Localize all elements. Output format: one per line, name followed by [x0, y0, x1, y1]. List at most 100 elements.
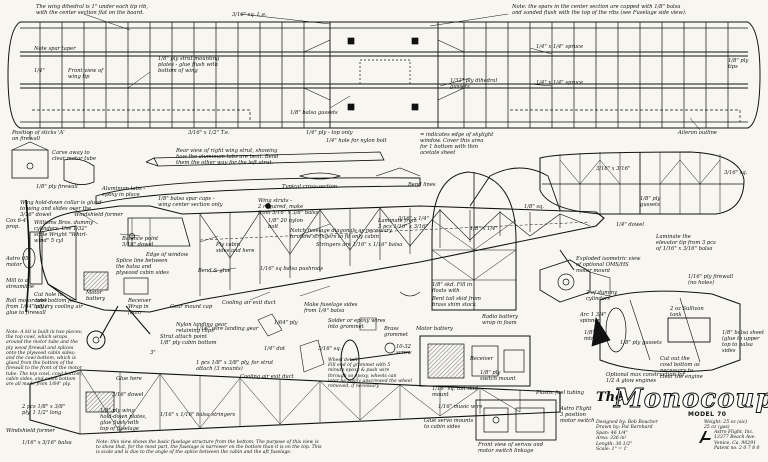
- note-front-view-tip: Front view of wing tip: [68, 68, 104, 80]
- note-ply-gussets-2: 1/8" ply gussets: [640, 196, 661, 208]
- note-stringers: Stringers are 1/16" x 1/16" balsa: [316, 242, 403, 248]
- note-glue-servo: Glue servo mounts to cabin sides: [424, 418, 474, 430]
- note-laminate-elevator: Laminate the elevator tip from 3 pcs of …: [656, 234, 716, 252]
- note-skylight: = indicates edge of skylight window. Cov…: [420, 132, 494, 156]
- note-twelve: 1/8" x 1/4": [470, 226, 498, 232]
- title-model: MODEL 70: [688, 411, 727, 418]
- note-spruce-2: 1/4" x 1/4" spruce: [536, 80, 584, 86]
- note-solder: Solder or epoxy wires into grommet: [328, 318, 386, 330]
- note-cut-hole: Cut hole in cowl bottom for battery cool…: [34, 292, 83, 310]
- note-williams: Williams Bros. dummy cylinders. Use 1/32…: [34, 220, 94, 244]
- note-edge-window: Edge of window: [146, 252, 189, 258]
- stabilizer-plan-view: [539, 151, 745, 215]
- fuselage-side-view: [22, 167, 605, 350]
- note-rear-strut: Rear view of right wing strut, showing h…: [176, 148, 279, 166]
- spec-maker: Astro Flight, Inc. 13377 Beach Ave. Veni…: [714, 430, 760, 452]
- note-dihedral: The wing dihedral is 1" under each tip r…: [36, 4, 148, 16]
- note-two-pcs: 2 pcs 1/8" x 3/8" ply, 1 1/2" long: [22, 404, 66, 416]
- note-sullivan: 2 oz Sullivan tank: [670, 306, 704, 318]
- note-ply-firewall-2: 1/16" ply firewall (no holes): [688, 274, 734, 286]
- note-balsa-sheet: 1/8" balsa sheet (glue to upper top to b…: [722, 330, 765, 354]
- firewall-detail: [11, 132, 49, 179]
- note-mill: Mill to a streamline: [6, 278, 35, 290]
- note-plastic-fuel: Plastic fuel tubing: [536, 390, 584, 396]
- note-astro-switch: Astro Flight 3 position motor switch: [560, 406, 595, 424]
- note-nylon-bolt: 1/4" hole for nylon bolt: [326, 138, 387, 144]
- note-motor-battery-2: Motor battery: [416, 326, 453, 332]
- wing-plan-view: [7, 13, 761, 131]
- note-wheel-detail: Wheel detail Fill end of grommet with 5 …: [328, 358, 412, 390]
- note-balance-point: Balance point 3/16" dowel: [122, 236, 159, 248]
- note-ply-bottom: 1/16" x 3/16" balsa: [22, 440, 72, 446]
- note-motor-battery: Motor battery: [86, 290, 106, 302]
- motor-tube-detail: [63, 158, 95, 185]
- note-spars-center: Note: the spars in the center section ar…: [512, 4, 687, 16]
- servo-front-view: [419, 335, 557, 441]
- note-three-inch: 3": [150, 350, 156, 356]
- note-dowel-2: 1/4" dowel: [616, 222, 644, 228]
- note-switch-mount: 1/8" ply switch mount: [480, 370, 516, 382]
- note-pushrods: 1/16" sq balsa pushrods: [260, 266, 324, 272]
- note-cut-out: Cut out the cowl bottom as necessary to …: [660, 356, 703, 380]
- title-the: The: [596, 390, 624, 405]
- note-gear-cap: Gear mount cap: [170, 304, 213, 310]
- note-glue-here: Glue here: [116, 376, 142, 382]
- note-alum-tabs: Aluminum tabs - epoxy in place: [102, 186, 146, 198]
- fuselage-bottom-view: [29, 369, 561, 435]
- note-laminate: Laminate from 3 pcs 1/16" x 3/16": [378, 218, 428, 230]
- note-front-view-servo: Front view of servos and motor switch li…: [478, 442, 544, 454]
- note-balsa-sq: 3/16" sq.: [724, 170, 748, 176]
- note-notch: Notch fuselage diagonals as necessary to…: [290, 228, 392, 240]
- note-top-only: 1/4" ply - top only: [306, 130, 353, 136]
- note-stringers-2: 1/16" x 1/16" balsa stringers: [160, 412, 236, 418]
- note-cox-prop: Cox 6-4 prop.: [6, 218, 27, 230]
- note-nylon-bolt-2: 1/8" 20 nylon bolt: [268, 218, 304, 230]
- note-cooling: Cooling air exit duct: [222, 300, 276, 306]
- note-spar-taper: Note spar taper: [34, 46, 76, 52]
- note-sticks-position: Position of sticks 'A' on firewall: [12, 130, 65, 142]
- note-tail-skid: Bent tail skid from brass shim stock: [432, 296, 481, 308]
- note-quarter-dot: 1/4" dot: [264, 346, 285, 352]
- note-dowel: 3/16" dowel: [112, 392, 144, 398]
- spec-weight: Weight: 25 oz (sic) 25 oz (gas): [704, 420, 748, 431]
- note-trailing-edge: 3/16" x 1/2" T.e.: [188, 130, 230, 136]
- note-kit: Note: A kit is built in two pieces; the …: [6, 330, 83, 388]
- title-name: Monocoupe: [613, 384, 768, 415]
- note-spinner: Arc 1 3/4" spinner: [580, 312, 607, 324]
- note-radio-battery: Radio battery wrap in foam: [482, 314, 518, 326]
- note-spruce-1: 1/4" x 1/4" spruce: [536, 44, 584, 50]
- note-receiver: Receiver Wrap in foam: [128, 298, 152, 316]
- note-exploded: Exploded isometric view of optional OMS/…: [576, 256, 641, 274]
- note-splice: Splice line between the balsa and plywoo…: [116, 258, 169, 276]
- note-wire-gear: 1/16" wire landing gear: [196, 326, 259, 332]
- note-astro-motor: Astro 05 motor: [6, 256, 29, 268]
- note-music-wire: 1/16" music wire: [438, 404, 483, 410]
- note-nylon-gear: Nylon landing gear retaining clips: [176, 322, 227, 334]
- glow-engine-view: [591, 290, 741, 373]
- note-bottom-view: Note: this view shows the basic fuselage…: [96, 440, 322, 456]
- note-ply-skid: 1/8" skd. Fill in floats with: [432, 282, 473, 294]
- note-balsa-size: 3/16" x 3/16": [596, 166, 631, 172]
- note-windshield-2: Windshield former: [6, 428, 55, 434]
- note-dummy-cyl: 2 of dummy cylinders: [586, 290, 618, 302]
- note-ply-cabin: Ply cabin sides and here: [216, 242, 255, 254]
- note-roll-motor: Roll motor tube from 1/64" ply / glue to…: [6, 298, 48, 316]
- note-balsa-gussets: 1/8" balsa gussets: [290, 110, 338, 116]
- note-sixty-four-ply: 1/64" ply: [274, 320, 298, 326]
- note-balsa-spar-caps: 1/8" balsa spar caps - wing center secti…: [158, 196, 223, 208]
- note-leading-edge: 3/16" sq. L.e.: [232, 12, 267, 18]
- note-windshield: Windshield former: [74, 212, 123, 218]
- note-ply-strut-attach: 1 pcs 1/8" x 3/8" ply, for strut attach …: [196, 360, 274, 372]
- note-screw: 10-32 screw: [396, 344, 412, 356]
- wheel-detail: [299, 339, 411, 381]
- note-ply-strut: 1/8" ply strut mounting plates - glue fl…: [158, 56, 220, 74]
- note-ply-mtr: 1/8" ply mtr ring: [584, 330, 606, 342]
- note-wing-hold-down: Wing hold-down collar is glued to wing a…: [20, 200, 102, 218]
- note-ply-tips: 1/8" ply tips: [728, 58, 749, 70]
- note-carve-away: Carve away to clear motor tube: [52, 150, 97, 162]
- title-block: The Monocoupe MODEL 70 Designed by: Bob …: [596, 384, 768, 460]
- note-wing-struts: Wing struts - 2 required, make from 3/16…: [258, 198, 319, 216]
- note-receiver-2: Receiver: [470, 356, 494, 362]
- note-ply-gussets: 1/8" ply gussets: [620, 340, 662, 346]
